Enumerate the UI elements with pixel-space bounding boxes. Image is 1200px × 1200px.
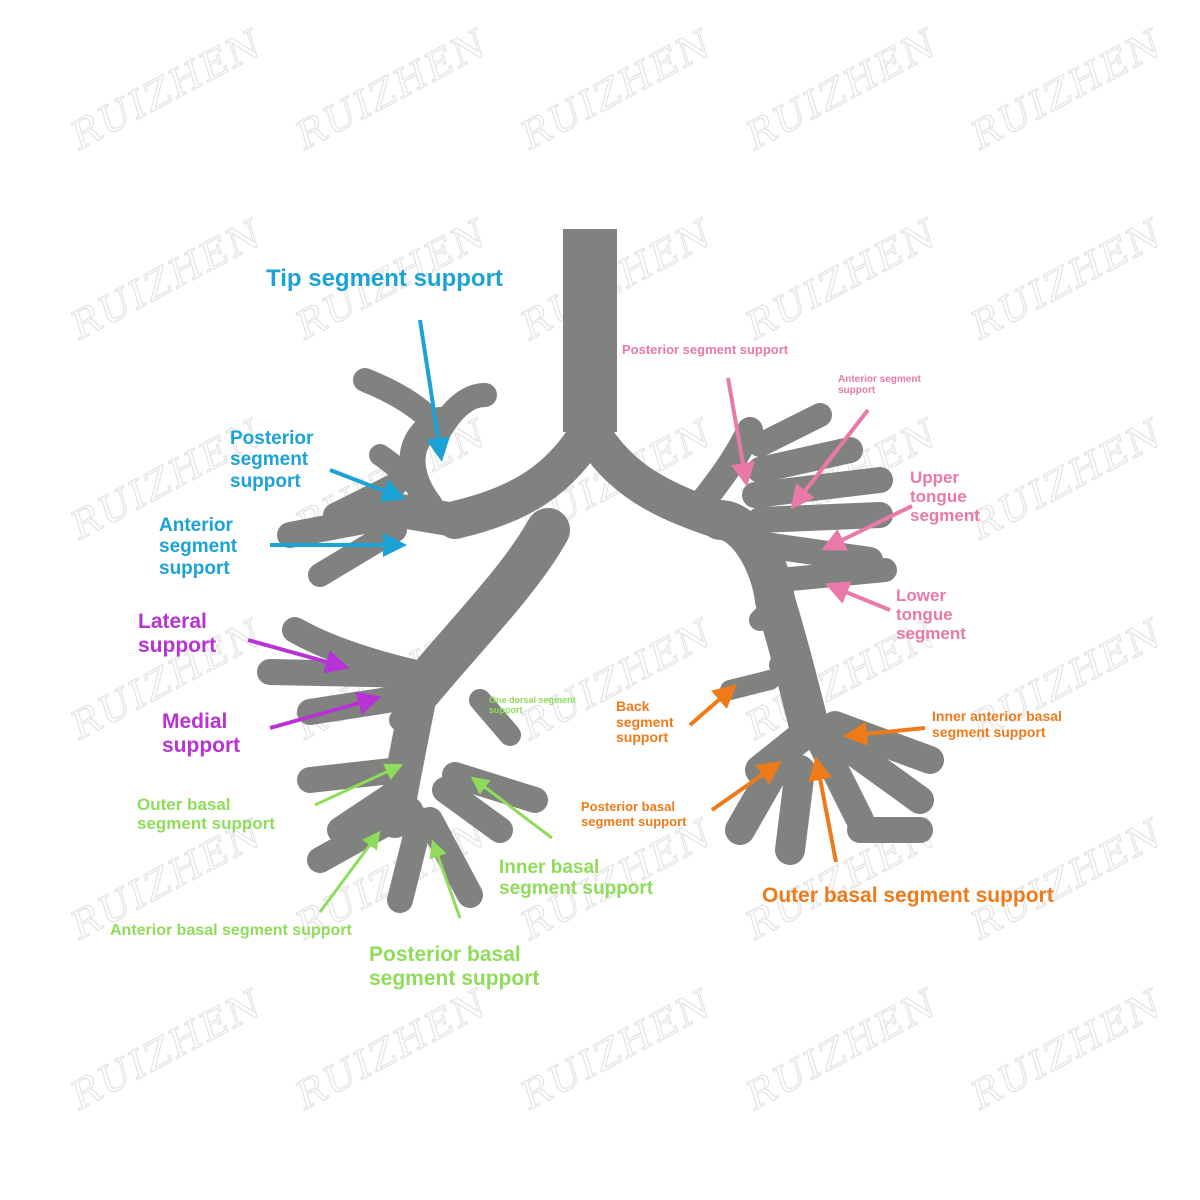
label-medial: Medial support — [162, 710, 241, 757]
posterior-stem-left — [369, 444, 431, 501]
upper-tongue-branch — [742, 467, 893, 508]
label-posterior-segment-left: Posterior segment support — [230, 428, 314, 492]
bronchial-tubes — [257, 229, 944, 913]
arrow-outer-basal-right — [808, 756, 838, 863]
lower-tongue-branch — [752, 532, 883, 573]
right-stub-a — [749, 589, 791, 631]
upper-tongue-branch-b — [747, 502, 893, 533]
lateral-branch-b — [257, 659, 433, 688]
label-tip-segment: Tip segment support — [266, 265, 503, 292]
tip-branch-b — [428, 383, 497, 442]
right-stub-b — [769, 634, 801, 676]
outer-basal-right-b — [816, 721, 934, 814]
inner-basal-left-b — [442, 762, 548, 813]
inner-basal-left — [432, 777, 513, 843]
lower-tongue-branch-b — [768, 558, 897, 592]
label-anterior-basal-left: Anterior basal segment support — [110, 922, 352, 939]
dorsal-stub — [469, 689, 521, 746]
anterior-segment-right-a — [748, 403, 832, 457]
posterior-basal-left-b — [417, 807, 483, 908]
medial-stub — [389, 689, 431, 731]
posterior-segment-right — [687, 417, 763, 518]
label-anterior-segment-left: Anterior segment support — [159, 515, 238, 579]
label-one-dorsal: One dorsal segment support — [489, 695, 576, 716]
outer-basal-right-a — [806, 726, 874, 834]
arrow-lower-tongue — [824, 581, 891, 612]
arrow-posterior-basal-left — [429, 839, 462, 919]
label-outer-basal-right: Outer basal segment support — [762, 884, 1054, 907]
label-upper-tongue: Upper tongue segment — [910, 468, 980, 526]
posterior-basal-right-c — [775, 755, 815, 865]
anterior-branch-a — [277, 502, 408, 548]
arrow-lateral — [247, 638, 350, 674]
arrow-medial — [269, 691, 382, 730]
outer-basal-left-b — [327, 777, 413, 843]
label-posterior-basal-left: Posterior basal segment support — [369, 943, 540, 990]
label-lower-tongue: Lower tongue segment — [896, 586, 966, 644]
arrow-anterior-segment-right — [790, 408, 870, 510]
arrow-inner-basal-left — [470, 776, 553, 840]
label-anterior-segment-right: Anterior segment support — [838, 374, 921, 397]
arrow-upper-tongue — [821, 504, 913, 551]
arrow-posterior-basal-right — [710, 761, 782, 812]
arrow-posterior-segment-left — [329, 468, 407, 502]
arrow-posterior-segment-right — [726, 377, 755, 487]
arrow-inner-anterior-basal — [843, 721, 926, 746]
label-outer-basal-left: Outer basal segment support — [137, 795, 275, 834]
arrow-back-segment — [688, 684, 738, 727]
label-inner-anterior-basal: Inner anterior basal segment support — [932, 708, 1062, 740]
posterior-basal-left-a — [387, 807, 433, 913]
anterior-branch-b — [308, 518, 407, 587]
label-inner-basal-left: Inner basal segment support — [499, 857, 654, 900]
label-lateral: Lateral support — [138, 610, 217, 657]
label-back-segment: Back segment support — [616, 698, 674, 746]
arrow-tip-segment — [418, 319, 451, 462]
label-posterior-segment-right: Posterior segment support — [622, 342, 789, 357]
left-lower-trunk — [398, 508, 570, 712]
arrow-anterior-basal-left — [318, 830, 381, 913]
label-posterior-basal-right: Posterior basal segment support — [581, 799, 687, 829]
arrow-outer-basal-left — [314, 763, 404, 807]
